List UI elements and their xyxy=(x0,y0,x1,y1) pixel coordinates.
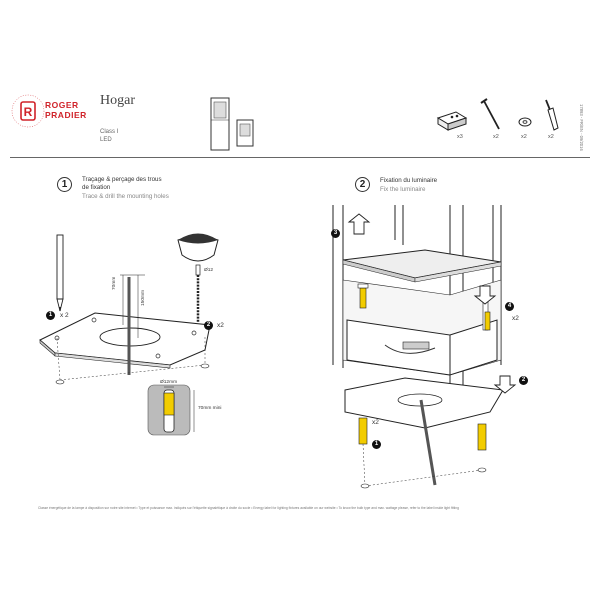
accessory-qty-screw: x2 xyxy=(493,134,499,140)
screw-icon xyxy=(480,98,500,130)
arrow-down-icon xyxy=(473,285,497,305)
svg-text:R: R xyxy=(24,105,33,119)
step-2-badge-3: 3 xyxy=(331,229,340,238)
accessory-qty-washer: x2 xyxy=(521,134,527,140)
arrow-up-icon xyxy=(347,213,371,235)
dim-150mm: 150mm xyxy=(141,290,146,306)
step-1-title-en: Trace & drill the mounting holes xyxy=(82,193,169,200)
accessory-qty-connector: x3 xyxy=(457,134,463,140)
washer-icon xyxy=(518,117,532,127)
brand-name-line1: ROGER xyxy=(45,100,79,110)
arrow-down-icon-2 xyxy=(493,375,517,394)
step-1-badge-2: 2 xyxy=(204,321,213,330)
step-1-number: 1 xyxy=(57,177,72,192)
step-1-illustration xyxy=(39,233,219,436)
step-1-title-fr-line2: de fixation xyxy=(82,184,111,191)
product-source: LED xyxy=(100,137,112,143)
step-1-title-fr-line1: Traçage & perçage des trous xyxy=(82,176,162,183)
step-2-number: 2 xyxy=(355,177,370,192)
step-2-title-en: Fix the luminaire xyxy=(380,186,426,193)
step-2-qty-top: x2 xyxy=(512,315,519,322)
marker-qty: x 2 xyxy=(60,312,69,319)
footer-notice: Classe énergétique de la lampe à disposi… xyxy=(38,506,459,510)
product-thumbnail-post xyxy=(210,97,230,151)
header-divider xyxy=(10,157,590,158)
step-2-badge-2: 2 xyxy=(519,376,528,385)
hole-diameter: Ø12mm xyxy=(160,380,178,385)
step-2-title-fr: Fixation du luminaire xyxy=(380,177,438,184)
step-1-badge-1: 1 xyxy=(46,311,55,320)
wall-plug-screw-icon xyxy=(545,99,559,131)
step-2-illustration xyxy=(332,205,517,489)
step-2-badge-4: 4 xyxy=(505,302,514,311)
product-class: Class I xyxy=(100,129,119,135)
drill-diameter: Ø12 xyxy=(204,268,214,273)
brand-name-line2: PRADIER xyxy=(45,110,87,120)
drill-icon xyxy=(177,233,219,323)
dim-70mm: 70mm xyxy=(112,276,117,290)
plate-qty: x2 xyxy=(217,322,224,329)
connector-block-icon xyxy=(436,111,468,131)
accessory-qty-plug: x2 xyxy=(548,134,554,140)
hole-depth: 70mm mini xyxy=(198,406,222,411)
step-2-qty-bottom: x2 xyxy=(372,419,379,426)
brand-logo: R xyxy=(11,94,45,128)
product-thumbnail-bollard xyxy=(236,119,254,147)
step-2-badge-1: 1 xyxy=(372,440,381,449)
pencil-icon xyxy=(56,234,64,312)
product-name: Hogar xyxy=(100,93,135,108)
document-code: 17893 - FR/EN - 09/2016 xyxy=(579,104,584,151)
